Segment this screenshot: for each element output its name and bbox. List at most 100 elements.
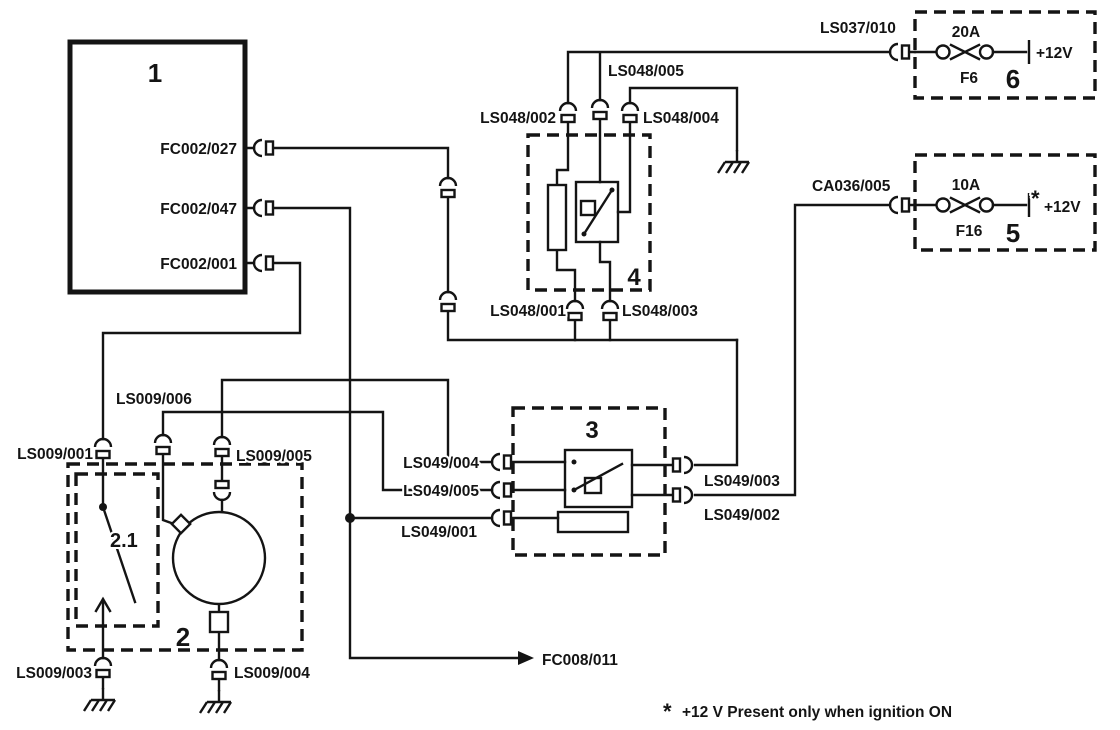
fuse-box-5 xyxy=(913,153,1097,252)
component-box-2 xyxy=(66,462,304,652)
label-component-1-number: 1 xyxy=(148,58,162,88)
wire-relay4-outputs xyxy=(555,240,612,342)
wire-fc002-047-circuit xyxy=(243,206,560,660)
connector-ls049-004 xyxy=(490,452,513,472)
label-component-6-number: 6 xyxy=(1006,64,1020,94)
connector-ls009-005 xyxy=(212,435,232,458)
component-box-1 xyxy=(67,39,248,295)
label-wire-ls048-004: LS048/004 xyxy=(643,110,719,127)
label-supply-12v-f6: +12V xyxy=(1036,45,1073,62)
footnote-text: +12 V Present only when ignition ON xyxy=(682,704,952,721)
switch-blade xyxy=(101,505,137,604)
wire-ls049-right-circuits xyxy=(630,203,917,497)
ground-symbol-ls009-004 xyxy=(198,688,233,715)
label-wire-ls009-001: LS009/001 xyxy=(17,446,93,463)
label-wire-ls009-004: LS009/004 xyxy=(234,665,310,682)
label-wire-ls049-001: LS049/001 xyxy=(401,524,477,541)
ground-symbol-ls009-003 xyxy=(82,686,117,713)
label-pin-fc002-047: FC002/047 xyxy=(160,201,237,218)
wire-ls048-004-ground xyxy=(616,86,739,214)
relay-4-aux-element xyxy=(579,199,597,217)
label-wire-ca036-005: CA036/005 xyxy=(812,178,891,195)
connector-ls049-002 xyxy=(671,485,694,505)
wire-fc002-027-circuit xyxy=(243,146,739,342)
washer-pump-motor xyxy=(170,510,267,634)
label-wire-ls049-005: LS049/005 xyxy=(403,483,479,500)
label-fuse-5-rating: 10A xyxy=(952,177,980,194)
fuse-f6-end xyxy=(935,44,951,60)
thermal-switch-diamond xyxy=(170,513,192,535)
connector-fc002-027 xyxy=(252,138,275,158)
arrowhead-fc008-011 xyxy=(518,651,534,665)
connector-ls048-001 xyxy=(565,299,585,322)
label-component-2-number: 2 xyxy=(176,622,190,652)
fuse-f16-end xyxy=(935,197,951,213)
relay-3-aux-element xyxy=(583,476,603,495)
motor-body xyxy=(171,510,267,606)
component-outlines xyxy=(66,10,1097,652)
label-ignition-asterisk: * xyxy=(1031,186,1040,211)
relay-3-contact-dot xyxy=(571,459,577,465)
relay-3-contact-box xyxy=(563,448,634,509)
connector-fc002-001 xyxy=(252,253,275,273)
ground-symbol-ls048-004 xyxy=(716,148,751,175)
relay-4-internals xyxy=(546,180,620,252)
label-wire-ls009-006: LS009/006 xyxy=(116,391,192,408)
motor-bottom-terminal xyxy=(208,610,230,634)
connector-ls048-005 xyxy=(590,98,610,121)
fuse-f6-element xyxy=(949,43,981,61)
label-wire-ls048-001: LS048/001 xyxy=(490,303,566,320)
relay-4-contact-dot xyxy=(581,231,587,237)
wire-ls049-left-circuits xyxy=(161,378,567,492)
connector-ls049-001 xyxy=(490,508,513,528)
label-wire-ls048-003: LS048/003 xyxy=(622,303,698,320)
relay-4-contact-dot xyxy=(609,187,615,193)
relay-3-switch-blade xyxy=(572,462,624,492)
label-component-2-1-number: 2.1 xyxy=(110,530,138,552)
footnote-asterisk: * xyxy=(663,699,672,724)
connector-ls048-002 xyxy=(558,101,578,124)
wire-pump-circuits xyxy=(161,452,224,692)
inline-connector-1 xyxy=(438,176,458,199)
connector-ls049-003 xyxy=(671,455,694,475)
connector-ca036-005 xyxy=(888,195,911,215)
fuse-f16 xyxy=(913,193,1031,217)
label-pin-fc002-001: FC002/001 xyxy=(160,256,237,273)
label-wire-ls049-002: LS049/002 xyxy=(704,507,780,524)
connector-ls009-001 xyxy=(93,437,113,460)
connector-ls048-003 xyxy=(600,299,620,322)
relay-3-contact-dot xyxy=(571,487,577,493)
wire-f6-supply-circuit xyxy=(555,50,917,187)
connector-ls049-005 xyxy=(490,480,513,500)
connector-ls009-003 xyxy=(93,656,113,679)
component-box-2-1 xyxy=(74,472,160,628)
connector-ls037-010 xyxy=(888,42,911,62)
switch-fixed-contact xyxy=(94,596,112,613)
connector-fc002-047 xyxy=(252,198,275,218)
inline-connector-2 xyxy=(438,290,458,313)
labels: 1 FC002/027 FC002/047 FC002/001 LS037/01… xyxy=(14,18,1083,726)
label-component-4-number: 4 xyxy=(627,264,641,291)
relay-3-coil xyxy=(556,510,630,534)
relay-4-contact-box xyxy=(574,180,620,244)
connector-ls048-004 xyxy=(620,101,640,124)
component-box-4 xyxy=(526,133,652,292)
relay-4-switch-blade xyxy=(582,188,614,236)
connector-ls009-006 xyxy=(153,433,173,456)
label-wire-ls048-005: LS048/005 xyxy=(608,63,684,80)
label-fuse-6-name: F6 xyxy=(960,70,978,87)
label-wire-ls048-002: LS048/002 xyxy=(480,110,556,127)
label-wire-ls037-010: LS037/010 xyxy=(820,20,896,37)
connector-ls009-004 xyxy=(209,658,229,681)
label-wire-ls009-003: LS009/003 xyxy=(16,665,92,682)
fuse-f16-element xyxy=(949,196,981,214)
relay-4-coil xyxy=(546,183,568,252)
label-wire-ls009-005: LS009/005 xyxy=(236,448,312,465)
label-fuse-5-name: F16 xyxy=(956,223,983,240)
label-supply-12v-f16: +12V xyxy=(1044,199,1081,216)
label-component-5-number: 5 xyxy=(1006,218,1020,248)
junction-dot xyxy=(345,513,355,523)
relay-3-internals xyxy=(556,448,634,534)
